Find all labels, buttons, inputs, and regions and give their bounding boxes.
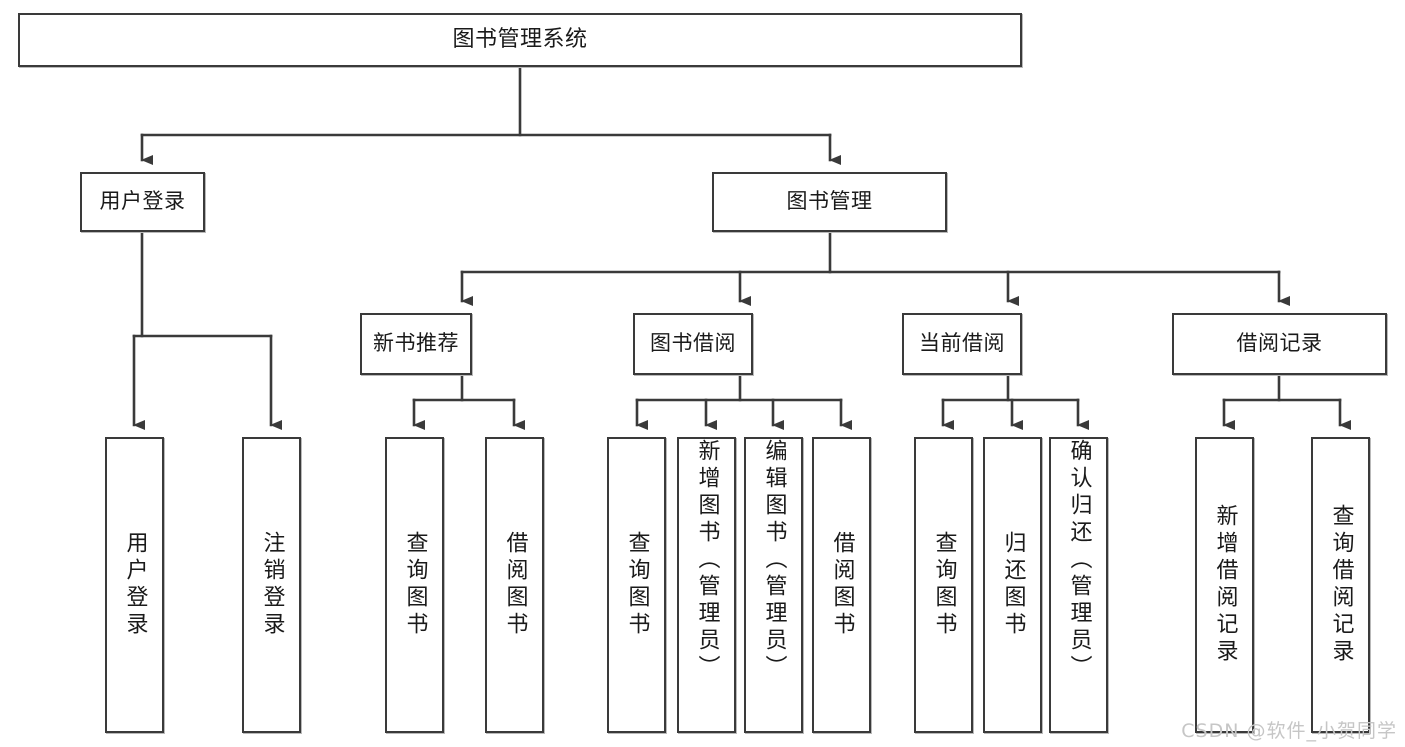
leaf-borrow-add-book-admin[interactable]: 新增图书（管理员）: [677, 437, 736, 733]
leaf-borrow-query-book[interactable]: 查询图书: [607, 437, 666, 733]
node-book-borrow[interactable]: 图书借阅: [633, 313, 753, 375]
node-label: 编辑图书（管理员）: [761, 439, 787, 682]
node-label: 注销登录: [259, 531, 285, 639]
node-new-book-recommend[interactable]: 新书推荐: [360, 313, 472, 375]
node-label: 归还图书: [1000, 531, 1026, 639]
leaf-record-query-record[interactable]: 查询借阅记录: [1311, 437, 1370, 733]
node-root-system[interactable]: 图书管理系统: [18, 13, 1022, 67]
leaf-current-confirm-return-admin[interactable]: 确认归还（管理员）: [1049, 437, 1108, 733]
leaf-borrow-edit-book-admin[interactable]: 编辑图书（管理员）: [744, 437, 803, 733]
node-label: 借阅记录: [1236, 331, 1323, 356]
node-label: 新增借阅记录: [1212, 504, 1238, 666]
node-label: 查询图书: [931, 531, 957, 639]
node-book-management[interactable]: 图书管理: [712, 172, 947, 232]
node-user-login[interactable]: 用户登录: [80, 172, 205, 232]
leaf-recommend-query-book[interactable]: 查询图书: [385, 437, 444, 733]
node-label: 借阅图书: [502, 531, 528, 639]
node-label: 确认归还（管理员）: [1066, 439, 1092, 682]
watermark-text: CSDN @软件_小贺同学: [1181, 720, 1397, 742]
node-label: 用户登录: [122, 531, 148, 639]
node-label: 图书管理系统: [452, 26, 588, 52]
leaf-record-add-record[interactable]: 新增借阅记录: [1195, 437, 1254, 733]
leaf-current-query-book[interactable]: 查询图书: [914, 437, 973, 733]
leaf-user-login-login[interactable]: 用户登录: [105, 437, 164, 733]
node-label: 查询借阅记录: [1328, 504, 1354, 666]
node-label: 新增图书（管理员）: [694, 439, 720, 682]
node-label: 借阅图书: [829, 531, 855, 639]
node-label: 用户登录: [99, 189, 186, 214]
leaf-borrow-borrow-book[interactable]: 借阅图书: [812, 437, 871, 733]
leaf-user-login-logout[interactable]: 注销登录: [242, 437, 301, 733]
node-borrow-record[interactable]: 借阅记录: [1172, 313, 1387, 375]
node-label: 图书借阅: [650, 331, 736, 356]
node-label: 当前借阅: [919, 331, 1005, 356]
leaf-recommend-borrow-book[interactable]: 借阅图书: [485, 437, 544, 733]
node-label: 查询图书: [624, 531, 650, 639]
leaf-current-return-book[interactable]: 归还图书: [983, 437, 1042, 733]
node-label: 查询图书: [402, 531, 428, 639]
node-current-borrow[interactable]: 当前借阅: [902, 313, 1022, 375]
node-label: 新书推荐: [373, 331, 459, 356]
node-label: 图书管理: [786, 189, 873, 214]
